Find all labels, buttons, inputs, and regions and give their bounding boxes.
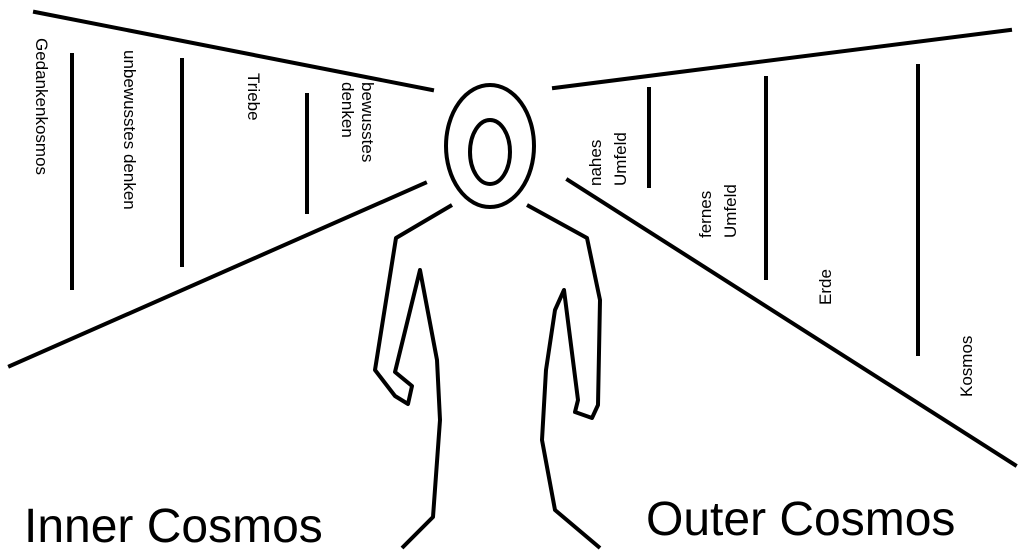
inner-label-unbewusstes-denken: unbewusstes denken bbox=[120, 50, 139, 210]
outer-label-nahes-umfeld: nahes Umfeld bbox=[586, 132, 630, 186]
inner-labels: Gedankenkosmos unbewusstes denken Triebe… bbox=[32, 38, 377, 210]
person-figure bbox=[373, 83, 602, 550]
body-outline bbox=[373, 203, 602, 550]
head-inner bbox=[468, 118, 512, 186]
outer-label-fernes-umfeld: fernes Umfeld bbox=[696, 184, 740, 238]
inner-cosmos-title: Inner Cosmos bbox=[24, 500, 323, 550]
outer-funnel bbox=[551, 27, 1018, 468]
inner-funnel bbox=[7, 9, 435, 369]
inner-label-bewusstes-denken: bewusstes denken bbox=[338, 82, 377, 167]
outer-label-erde: Erde bbox=[816, 269, 835, 305]
inner-label-gedankenkosmos: Gedankenkosmos bbox=[32, 38, 51, 175]
outer-funnel-bottom-edge bbox=[565, 177, 1018, 468]
outer-label-kosmos: Kosmos bbox=[957, 336, 976, 397]
outer-funnel-top-edge bbox=[551, 27, 1013, 91]
head-outer bbox=[444, 83, 536, 209]
outer-labels: nahes Umfeld fernes Umfeld Erde Kosmos bbox=[586, 132, 976, 397]
inner-funnel-bottom-edge bbox=[7, 180, 428, 369]
inner-funnel-top-edge bbox=[32, 9, 435, 93]
inner-label-triebe: Triebe bbox=[244, 73, 263, 121]
outer-cosmos-title: Outer Cosmos bbox=[646, 493, 955, 546]
